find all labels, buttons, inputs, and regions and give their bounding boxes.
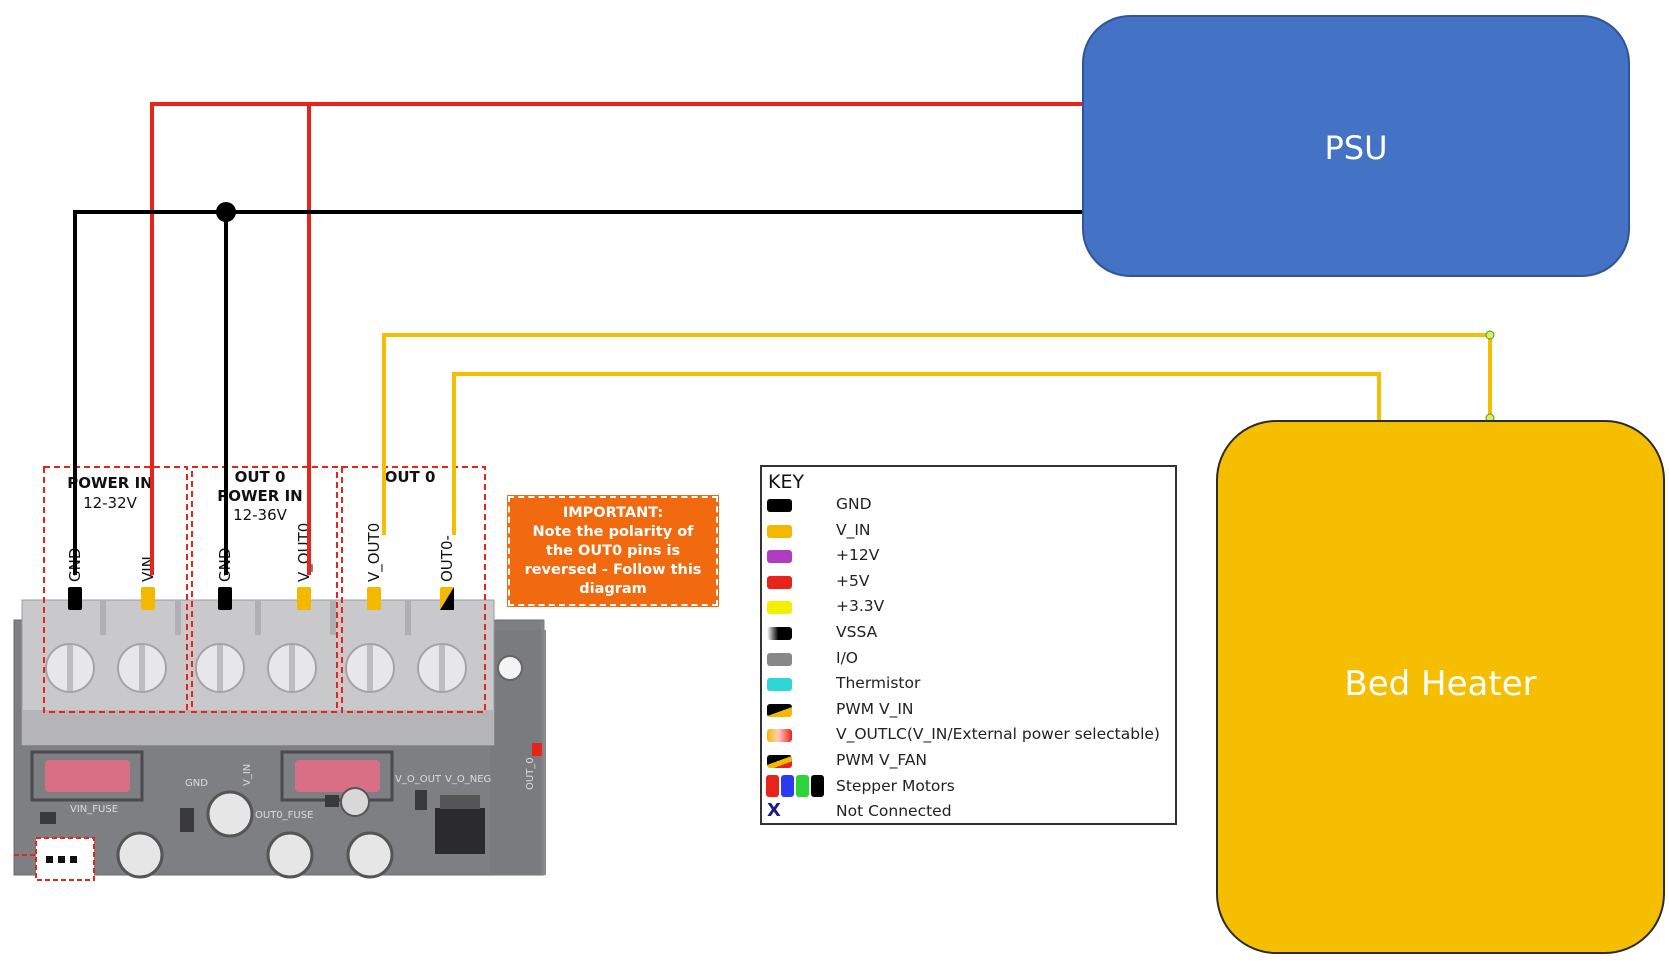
key-item: +12V [762, 544, 1172, 568]
key-item-label: V_IN [836, 520, 871, 539]
wire-gnd-psu [73, 210, 1082, 575]
key-item-label: +5V [836, 571, 870, 590]
fuse [295, 760, 380, 792]
key-item-label: +3.3V [836, 597, 885, 616]
section-out0 [341, 466, 486, 713]
key-item: +3.3V [762, 595, 1172, 619]
power-in-voltage: 12-32V [83, 494, 138, 512]
regulator-ic [435, 808, 485, 854]
screw-terminals [45, 643, 467, 693]
important-line: the OUT0 pins is [545, 543, 681, 559]
key-item-label: Stepper Motors [836, 776, 955, 795]
section-power-in [43, 466, 188, 713]
key-item-label: Thermistor [836, 674, 921, 693]
section-out0-power-in [191, 466, 338, 713]
power-in-title: POWER IN [67, 474, 152, 492]
key-item-label: VSSA [836, 623, 878, 641]
key-item-label: Not Connected [836, 802, 952, 821]
swatch-i-o [767, 652, 792, 666]
key-item-label: PWM V_FAN [836, 751, 928, 769]
swatch-thermistor [767, 678, 792, 692]
out0-power-in-title-2: POWER IN [217, 487, 302, 505]
pin-marker-gnd [218, 587, 232, 610]
key-item: I/O [762, 647, 1172, 671]
mounting-hole [497, 655, 523, 681]
junction-dot [216, 202, 236, 222]
silk-gnd: GND [185, 778, 208, 789]
swatch-vssa [767, 627, 792, 640]
pin-marker-vin [141, 587, 155, 610]
important-line: reversed - Follow this [524, 562, 702, 578]
out0-power-in-voltage: 12-36V [233, 506, 288, 524]
psu-box: PSU [1082, 15, 1630, 277]
key-item: PWM V_IN [762, 698, 1172, 722]
pin-marker-out0-neg [440, 587, 454, 610]
pin-marker-gnd [68, 587, 82, 610]
key-item: V_OUTLC(V_IN/External power selectable) [762, 723, 1172, 747]
out0-title: OUT 0 [385, 468, 436, 486]
pin-label-vin: VIN [139, 556, 157, 582]
capacitors [116, 787, 394, 879]
key-item: X Not Connected [762, 800, 1172, 824]
key-item: V_IN [762, 519, 1172, 543]
pin-marker-vout0 [297, 587, 311, 610]
swatch-12v [767, 550, 792, 564]
fuse [45, 760, 130, 792]
key-item: GND [762, 493, 1172, 517]
important-line: IMPORTANT: [562, 505, 664, 521]
pin-label-vout0: V_OUT0 [365, 523, 384, 582]
key-item: PWM V_FAN [762, 749, 1172, 773]
swatch-pwm-v-in [767, 703, 792, 717]
pin-marker-vout0 [367, 587, 381, 610]
silk-vo-neg: V_O_NEG [445, 774, 491, 785]
silk-vin: V_IN [242, 764, 253, 786]
bed-heater-label: Bed Heater [1344, 664, 1537, 704]
wires [73, 102, 1495, 575]
psu-label: PSU [1324, 129, 1388, 167]
pin-label-out0-neg: OUT0- [438, 535, 456, 582]
key-item-label: V_OUTLC(V_IN/External power selectable) [836, 725, 1160, 744]
out0-power-in-title-1: OUT 0 [235, 468, 286, 486]
swatch-5v [767, 575, 792, 589]
swatch-gnd [767, 499, 792, 512]
key-item-label: I/O [836, 648, 858, 667]
swatch-stepper-motors [766, 774, 836, 797]
wire-vin-psu [150, 102, 1082, 575]
key-item: VSSA [762, 621, 1172, 645]
key-item: Stepper Motors [762, 774, 1172, 799]
key-item: Thermistor [762, 672, 1172, 696]
wire-out0neg-heater [452, 372, 1381, 535]
key-legend: KEY GND V_IN +12V +5V +3.3V VSSA I/O Thermistor… [760, 465, 1177, 825]
swatch-3-3v [767, 601, 792, 615]
key-item-label: +12V [836, 546, 880, 565]
wire-vout0-heater [382, 333, 1492, 535]
silk-vo-out: V_O_OUT [395, 774, 442, 785]
key-item-label: PWM V_IN [836, 699, 914, 718]
key-item-label: GND [836, 495, 872, 513]
swatch-v-outlc-v-in-external-power-selectable [767, 729, 792, 743]
important-line: Note the polarity of [532, 524, 694, 540]
pin-label-vout0: V_OUT0 [295, 523, 314, 582]
key-item: +5V [762, 570, 1172, 594]
important-line: diagram [579, 581, 647, 597]
not-connected-x-icon: X [767, 800, 781, 822]
bed-heater-box: Bed Heater [1216, 420, 1665, 954]
silk-out-0: OUT_0 [525, 757, 536, 790]
swatch-v-in [767, 524, 792, 538]
silk-vin-fuse: VIN_FUSE [70, 804, 118, 815]
silk-out0-fuse: OUT0_FUSE [255, 810, 313, 821]
important-note: IMPORTANT: Note the polarity of the OUT0… [507, 495, 719, 607]
terminal-block-base [22, 710, 494, 745]
key-title: KEY [768, 471, 805, 493]
swatch-pwm-v-fan [767, 755, 792, 768]
